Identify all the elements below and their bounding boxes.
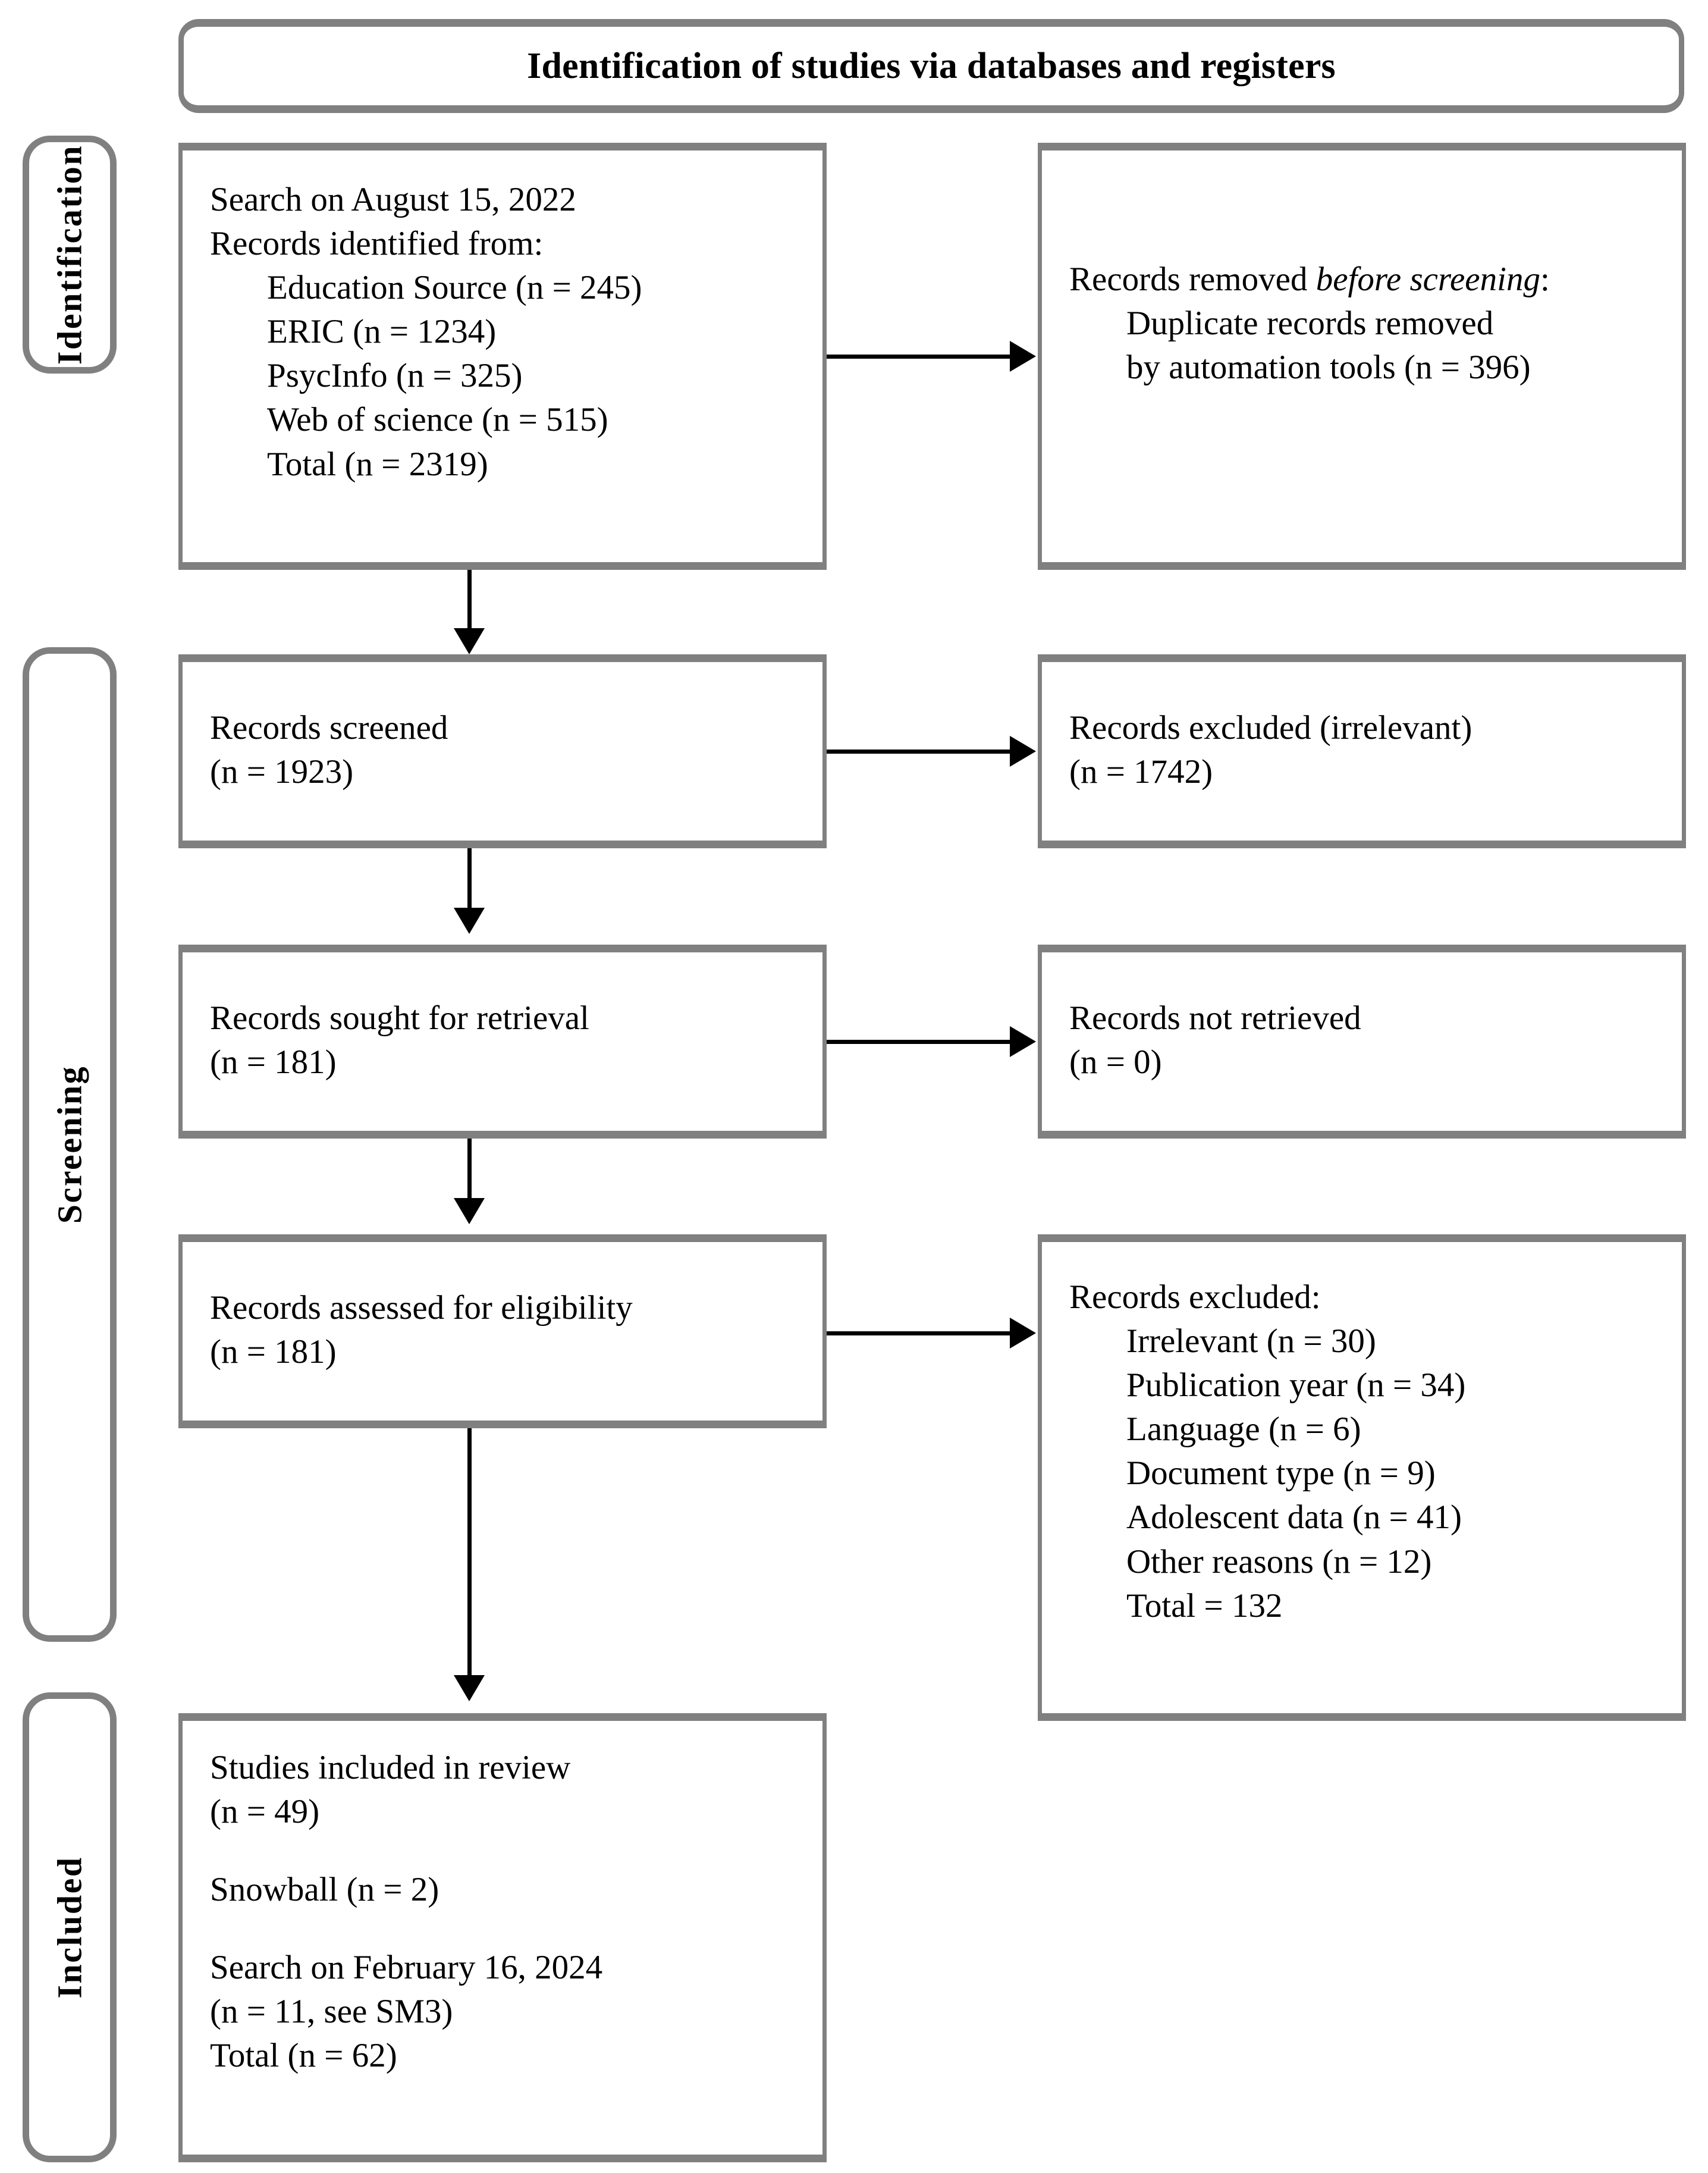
arrowhead-assessed-to-included <box>454 1675 485 1701</box>
arrowhead-identified-to-screened <box>454 628 485 654</box>
box-text-line: (n = 1923) <box>210 753 354 791</box>
studies-included-text: Studies included in review (n = 49) Snowb… <box>210 1746 811 2078</box>
stage-screening: Screening <box>23 647 117 1642</box>
records-removed-box: Records removed before screening: Duplica… <box>1038 143 1686 570</box>
connector-sought-to-assessed <box>467 1139 472 1201</box>
arrowhead-sought-to-not-retrieved <box>1010 1026 1036 1057</box>
arrowhead-sought-to-assessed <box>454 1198 485 1224</box>
box-text-line: (n = 0) <box>1069 1043 1162 1081</box>
stage-label-screening: Screening <box>50 1065 89 1224</box>
records-excluded-irrelevant-box: Records excluded (irrelevant) (n = 1742) <box>1038 654 1686 848</box>
box-text-line: (n = 181) <box>210 1043 337 1081</box>
box-text-line: Studies included in review <box>210 1749 571 1786</box>
records-excluded-reasons-text: Records excluded: Irrelevant (n = 30) Publ… <box>1069 1275 1670 1628</box>
box-text-line: Web of science (n = 515) <box>267 401 608 439</box>
box-text-line: Records assessed for eligibility <box>210 1289 633 1327</box>
records-screened-box: Records screened (n = 1923) <box>178 654 827 848</box>
box-text-line <box>210 1912 811 1946</box>
box-text-line <box>210 1834 811 1868</box>
studies-included-box: Studies included in review (n = 49) Snowb… <box>178 1713 827 2162</box>
box-text-line: Adolescent data (n = 41) <box>1126 1498 1462 1537</box>
box-text-line: (n = 181) <box>210 1333 337 1371</box>
stage-identification: Identification <box>23 136 117 374</box>
box-text-line: Records excluded: <box>1069 1278 1321 1316</box>
connector-sought-to-not-retrieved <box>827 1040 1011 1044</box>
box-text-line: Search on August 15, 2022 <box>210 181 576 218</box>
box-text-line: by automation tools (n = 396) <box>1126 349 1531 387</box>
connector-identified-to-screened <box>467 570 472 632</box>
stage-label-included: Included <box>50 1856 89 1999</box>
stage-label-identification: Identification <box>50 144 89 365</box>
box-text-line: Records not retrieved <box>1069 999 1361 1037</box>
records-assessed-for-eligibility-text: Records assessed for eligibility (n = 181… <box>210 1286 811 1374</box>
arrowhead-screened-to-sought <box>454 908 485 934</box>
records-removed-text: Records removed before screening: Duplica… <box>1069 258 1670 390</box>
box-text-line: Document type (n = 9) <box>1126 1454 1436 1492</box>
box-text-line: Other reasons (n = 12) <box>1126 1542 1432 1581</box>
box-text-line: Snowball (n = 2) <box>210 1871 439 1909</box>
records-assessed-for-eligibility-box: Records assessed for eligibility (n = 181… <box>178 1234 827 1428</box>
connector-assessed-to-excluded-reasons <box>827 1331 1011 1335</box>
connector-screened-to-sought <box>467 848 472 911</box>
page-title: Identification of studies via databases … <box>527 45 1336 86</box>
box-text-line: Total (n = 62) <box>210 2037 397 2075</box>
box-text-line: Records screened <box>210 709 448 747</box>
arrowhead-identified-to-removed <box>1010 341 1036 372</box>
box-text-line: (n = 11, see SM3) <box>210 1993 453 2031</box>
records-excluded-reasons-box: Records excluded: Irrelevant (n = 30) Publ… <box>1038 1234 1686 1721</box>
records-sought-for-retrieval-text: Records sought for retrieval (n = 181) <box>210 996 811 1084</box>
header-banner: Identification of studies via databases … <box>178 19 1684 113</box>
arrowhead-assessed-to-excluded-reasons <box>1010 1318 1036 1349</box>
box-text-line: Records excluded (irrelevant) <box>1069 709 1472 747</box>
box-text-line: Total = 132 <box>1126 1586 1283 1625</box>
box-text-line: ERIC (n = 1234) <box>267 313 497 351</box>
box-text-line: Search on February 16, 2024 <box>210 1949 603 1987</box>
box-text-line: Language (n = 6) <box>1126 1410 1361 1448</box>
connector-assessed-to-included <box>467 1428 472 1678</box>
box-text-line: Records removed before screening: <box>1069 261 1550 298</box>
box-text-line: Records sought for retrieval <box>210 999 589 1037</box>
records-excluded-irrelevant-text: Records excluded (irrelevant) (n = 1742) <box>1069 706 1670 794</box>
connector-identified-to-removed <box>827 355 1011 359</box>
arrowhead-screened-to-excluded <box>1010 736 1036 767</box>
box-text-line: PsycInfo (n = 325) <box>267 357 523 395</box>
box-text-line: Education Source (n = 245) <box>267 269 642 307</box>
records-sought-for-retrieval-box: Records sought for retrieval (n = 181) <box>178 945 827 1139</box>
box-text-line: Total (n = 2319) <box>267 445 488 483</box>
stage-included: Included <box>23 1692 117 2162</box>
records-not-retrieved-text: Records not retrieved (n = 0) <box>1069 996 1670 1084</box>
box-text-line: Duplicate records removed <box>1126 305 1494 343</box>
records-not-retrieved-box: Records not retrieved (n = 0) <box>1038 945 1686 1139</box>
box-text-line: Irrelevant (n = 30) <box>1126 1322 1376 1360</box>
box-text-line: Publication year (n = 34) <box>1126 1366 1466 1404</box>
box-text-line: (n = 1742) <box>1069 753 1213 791</box>
box-text-line: Records identified from: <box>210 225 544 263</box>
box-text-line: (n = 49) <box>210 1793 320 1831</box>
connector-screened-to-excluded <box>827 750 1011 754</box>
records-screened-text: Records screened (n = 1923) <box>210 706 811 794</box>
